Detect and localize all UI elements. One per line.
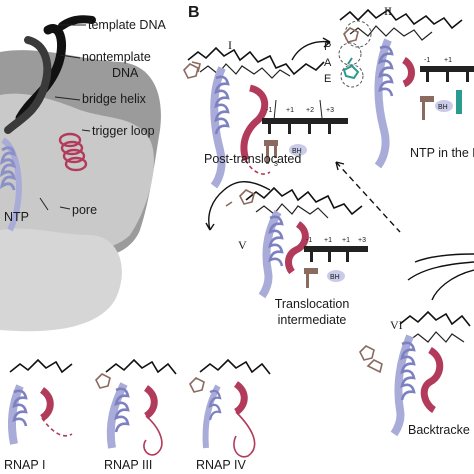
register-v-pos2: +1 xyxy=(324,237,332,244)
trigger-loop-a xyxy=(58,132,88,172)
state-i-numeral: I xyxy=(228,38,232,52)
register-i-pos4: +3 xyxy=(326,107,334,114)
trigger-loop-label: trigger loop xyxy=(92,124,155,138)
register-v-pos3: +1 xyxy=(342,237,350,244)
rnap-iv-structure xyxy=(189,358,271,458)
state-vi-structure xyxy=(359,310,471,437)
panel-b-letter: B xyxy=(188,4,200,21)
state-ii-caption: NTP in the E-s xyxy=(410,146,474,160)
register-i-pos1: -1 xyxy=(266,107,273,114)
leader-lines-a xyxy=(39,24,91,211)
rnap-iv-caption: RNAP IV xyxy=(196,458,246,472)
register-i-pos2: +1 xyxy=(286,107,294,114)
register-v-pos1: -1 xyxy=(306,237,313,244)
ntp-label: NTP xyxy=(4,210,29,224)
register-ii-pos2: +1 xyxy=(444,57,452,64)
rnap-iii-caption: RNAP III xyxy=(104,458,153,472)
state-i-caption: Post-translocated xyxy=(204,152,302,166)
template-dna-label: template DNA xyxy=(88,18,166,32)
leader-lines-b xyxy=(273,99,323,121)
bridge-helix-label: bridge helix xyxy=(82,92,146,106)
state-v-caption-line2: intermediate xyxy=(277,313,347,327)
state-ii-numeral: II xyxy=(384,4,392,18)
rnap-iii-structure xyxy=(95,358,177,456)
site-a-label: A xyxy=(324,57,332,69)
site-p-label: P xyxy=(324,41,333,53)
site-e-label: E xyxy=(324,73,332,85)
state-i-structure xyxy=(183,46,325,189)
register-i-pos3: +2 xyxy=(306,107,314,114)
bh-label-ii: BH xyxy=(438,104,448,111)
rnap-i-caption: RNAP I xyxy=(4,458,46,472)
state-v-numeral: V xyxy=(238,238,247,252)
register-ii-pos1: -1 xyxy=(424,57,431,64)
nontemplate-dna-label-line1: nontemplate xyxy=(82,50,151,64)
state-v-structure xyxy=(225,186,363,299)
state-v-caption-line1: Translocation xyxy=(274,297,350,311)
register-v-pos4: +3 xyxy=(358,237,366,244)
state-ii-structure xyxy=(338,8,463,169)
bridge-helix-a xyxy=(0,137,22,232)
state-i-register-diagram xyxy=(262,118,348,164)
pore-label: pore xyxy=(72,203,98,217)
three-prime-label-i: 3' xyxy=(274,161,280,168)
state-vi-numeral: VI xyxy=(390,318,403,332)
state-ii-register-diagram xyxy=(420,66,474,120)
nontemplate-dna-label-line2: DNA xyxy=(112,66,139,80)
cycle-arrows xyxy=(205,37,474,301)
rnap-i-structure xyxy=(8,358,73,445)
bh-label-i: BH xyxy=(292,148,302,155)
state-v-register-diagram xyxy=(304,246,368,288)
bh-label-v: BH xyxy=(330,274,340,281)
state-vi-caption: Backtracke xyxy=(408,423,470,437)
